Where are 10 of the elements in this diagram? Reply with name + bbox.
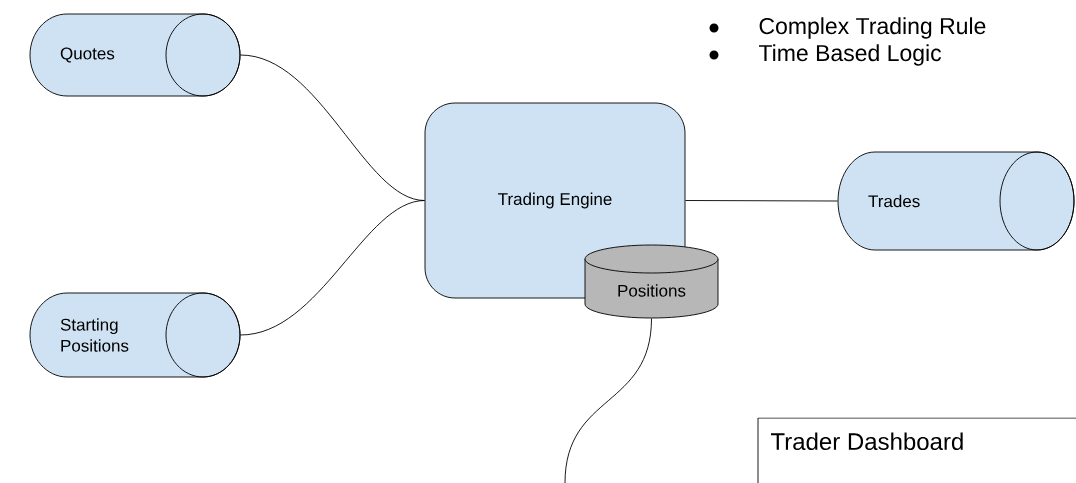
connector-line: [564, 318, 652, 483]
bullet-item: Complex Trading Rule: [709, 17, 986, 39]
connector-line: [685, 200, 838, 202]
panel-box: Trader Dashboard: [757, 417, 1076, 483]
database-cylinder: Positions: [584, 244, 719, 319]
bullet-item: Time Based Logic: [709, 44, 942, 66]
queue-cylinder: Starting Positions: [29, 292, 241, 378]
connector-line: [240, 200, 425, 336]
queue-cylinder: Quotes: [29, 13, 241, 97]
queue-cylinder: Trades: [837, 151, 1075, 251]
